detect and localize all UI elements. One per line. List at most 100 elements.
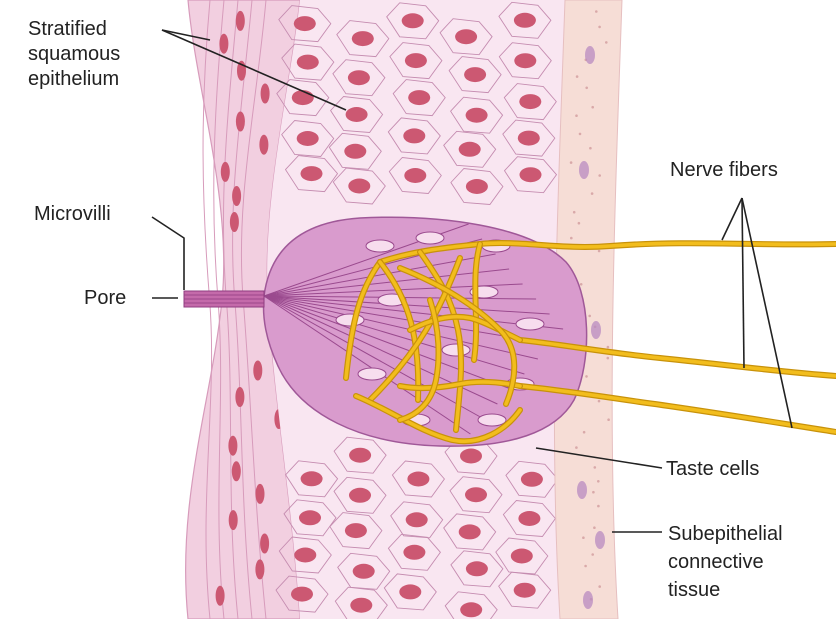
epithelial-nucleus <box>294 16 316 31</box>
taste-cell-nucleus <box>358 368 386 380</box>
connective-fiber-dot <box>598 585 601 588</box>
connective-fiber-dot <box>592 491 595 494</box>
epithelial-nucleus <box>520 167 542 182</box>
connective-fiber-dot <box>589 147 592 150</box>
connective-fiber-dot <box>605 41 608 44</box>
epithelial-nucleus <box>404 168 426 183</box>
pore-label: Pore <box>84 286 126 310</box>
connective-fiber-dot <box>570 237 573 240</box>
epithelial-nucleus <box>349 488 371 503</box>
epithelial-nucleus <box>460 449 482 464</box>
connective-nucleus <box>577 481 587 499</box>
epithelial-nucleus <box>518 511 540 526</box>
taste-cell-nucleus <box>442 344 470 356</box>
epithelial-nucleus <box>518 131 540 146</box>
epithelial-nucleus <box>353 564 375 579</box>
epithelial-nucleus <box>408 90 430 105</box>
epithelial-nucleus <box>466 179 488 194</box>
epithelial-nucleus <box>466 561 488 576</box>
subepithelial-line-3: tissue <box>668 576 783 604</box>
epithelial-nucleus <box>511 549 533 564</box>
outer-layer-nucleus <box>235 387 244 407</box>
epithelial-nucleus <box>455 29 477 44</box>
nerve-fibers-leader-3 <box>742 198 792 428</box>
stratified-line-1: Stratified <box>28 17 120 42</box>
connective-fiber-dot <box>591 106 594 109</box>
connective-fiber-dot <box>591 553 594 556</box>
outer-layer-nucleus <box>260 534 269 554</box>
epithelial-nucleus <box>519 94 541 109</box>
taste-cell-nucleus <box>336 314 364 326</box>
connective-fiber-dot <box>598 400 601 403</box>
connective-fiber-dot <box>584 565 587 568</box>
taste-cell-nucleus <box>478 414 506 426</box>
outer-layer-nucleus <box>228 436 237 456</box>
epithelial-nucleus <box>464 67 486 82</box>
connective-fiber-dot <box>578 222 581 225</box>
epithelial-nucleus <box>294 548 316 563</box>
connective-fiber-dot <box>585 375 588 378</box>
epithelial-nucleus <box>459 142 481 157</box>
epithelial-nucleus <box>297 55 319 70</box>
connective-fiber-dot <box>575 114 578 117</box>
connective-fiber-dot <box>607 418 610 421</box>
connective-nucleus <box>591 321 601 339</box>
connective-fiber-dot <box>597 505 600 508</box>
connective-fiber-dot <box>594 466 597 469</box>
connective-fiber-dot <box>583 431 586 434</box>
outer-layer-nucleus <box>259 135 268 155</box>
epithelial-nucleus <box>466 108 488 123</box>
nerve-fibers-leader-2 <box>742 198 744 368</box>
connective-fiber-dot <box>591 192 594 195</box>
taste-cell-nucleus <box>366 240 394 252</box>
epithelial-nucleus <box>299 510 321 525</box>
connective-nucleus <box>579 161 589 179</box>
connective-nucleus <box>595 531 605 549</box>
connective-fiber-dot <box>573 211 576 214</box>
epithelial-nucleus <box>344 144 366 159</box>
outer-layer-nucleus <box>219 34 228 54</box>
epithelial-nucleus <box>405 53 427 68</box>
connective-fiber-dot <box>607 346 610 349</box>
epithelial-nucleus <box>514 13 536 28</box>
connective-fiber-dot <box>598 26 601 29</box>
epithelial-nucleus <box>402 13 424 28</box>
connective-fiber-dot <box>575 446 578 449</box>
connective-fiber-dot <box>580 283 583 286</box>
outer-layer-nucleus <box>255 559 264 579</box>
epithelial-nucleus <box>301 471 323 486</box>
outer-layer-nucleus <box>216 586 225 606</box>
stratified-squamous-label: Stratified squamous epithelium <box>28 17 120 92</box>
epithelial-nucleus <box>349 448 371 463</box>
epithelial-nucleus <box>292 90 314 105</box>
connective-nucleus <box>585 46 595 64</box>
microvilli-leader <box>152 217 184 290</box>
epithelial-nucleus <box>514 53 536 68</box>
stratified-line-2: squamous <box>28 42 120 67</box>
outer-layer-nucleus <box>261 84 270 104</box>
epithelial-nucleus <box>348 70 370 85</box>
connective-fiber-dot <box>595 10 598 13</box>
epithelial-nucleus <box>346 107 368 122</box>
epithelial-nucleus <box>352 31 374 46</box>
epithelial-nucleus <box>399 584 421 599</box>
epithelial-nucleus <box>345 523 367 538</box>
epithelial-nucleus <box>301 166 323 181</box>
connective-fiber-dot <box>598 174 601 177</box>
epithelial-nucleus <box>406 512 428 527</box>
connective-nucleus <box>583 591 593 609</box>
taste-cell-nucleus <box>416 232 444 244</box>
nerve-fibers-label: Nerve fibers <box>670 158 778 182</box>
epithelial-nucleus <box>403 128 425 143</box>
outer-layer-nucleus <box>221 162 230 182</box>
outer-layer-nucleus <box>230 212 239 232</box>
nerve-fibers-leader-1 <box>722 198 742 240</box>
connective-fiber-dot <box>588 315 591 318</box>
epithelial-nucleus <box>350 598 372 613</box>
outer-layer-nucleus <box>232 461 241 481</box>
outer-layer-nucleus <box>253 361 262 381</box>
stratified-line-3: epithelium <box>28 67 120 92</box>
subepithelial-line-2: connective <box>668 548 783 576</box>
outer-layer-nucleus <box>236 112 245 132</box>
connective-fiber-dot <box>593 526 596 529</box>
